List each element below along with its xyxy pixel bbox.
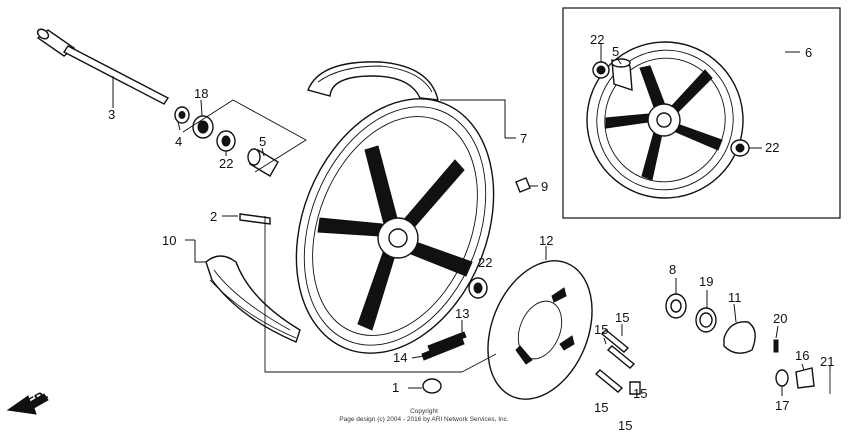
callout-10: 10 — [162, 233, 176, 248]
brake-disc — [487, 246, 593, 400]
inset-wheel-view — [562, 7, 841, 219]
callout-16: 16 — [795, 348, 809, 363]
callout-21: 21 — [820, 354, 834, 369]
callout-22-inset-left: 22 — [590, 32, 604, 47]
callout-15-bottom: 15 — [618, 418, 632, 433]
callout-20: 20 — [773, 311, 787, 326]
callout-11: 11 — [728, 290, 742, 305]
callout-15-mid: 15 — [594, 322, 608, 337]
stickers — [411, 320, 467, 361]
callout-15-top: 15 — [615, 310, 629, 325]
callout-6: 6 — [805, 45, 812, 60]
callout-5-inset: 5 — [612, 44, 619, 59]
callout-4: 4 — [175, 134, 182, 149]
callout-22-lower: 22 — [478, 255, 492, 270]
callout-17: 17 — [775, 398, 789, 413]
callout-5-hub: 5 — [259, 134, 266, 149]
copyright-line2: Page design (c) 2004 - 2016 by ARI Netwo… — [339, 416, 509, 423]
callout-13: 13 — [455, 306, 469, 321]
main-wheel — [295, 61, 516, 354]
front-direction-arrow-icon — [6, 393, 49, 415]
callout-3: 3 — [108, 107, 115, 122]
valve — [222, 213, 271, 225]
hub-parts — [174, 99, 307, 177]
callout-1: 1 — [392, 380, 399, 395]
callout-15-low: 15 — [594, 400, 608, 415]
axle — [36, 28, 170, 108]
callout-19: 19 — [699, 274, 713, 289]
callout-8: 8 — [669, 262, 676, 277]
valve-cap — [408, 378, 442, 394]
callout-15-right: 15 — [633, 386, 647, 401]
copyright-line1: Copyright — [410, 408, 438, 415]
tyre — [185, 239, 301, 343]
disc-bolts — [594, 324, 641, 395]
speedo-parts — [665, 278, 831, 396]
callout-22-inset-right: 22 — [765, 140, 779, 155]
bearing-lower-inner — [473, 282, 483, 294]
clip — [515, 177, 538, 193]
callout-12: 12 — [539, 233, 553, 248]
callout-18: 18 — [194, 86, 208, 101]
callout-2: 2 — [210, 209, 217, 224]
callout-7: 7 — [520, 131, 527, 146]
callout-14: 14 — [393, 350, 407, 365]
callout-9: 9 — [541, 179, 548, 194]
callout-22-hub: 22 — [219, 156, 233, 171]
